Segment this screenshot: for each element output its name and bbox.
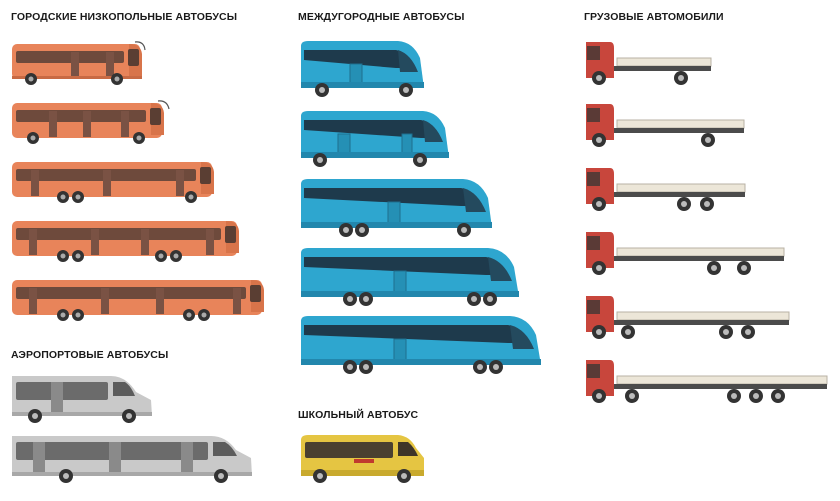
truck-2 <box>584 100 749 150</box>
city-bus-3 <box>11 156 226 208</box>
trucks-heading: ГРУЗОВЫЕ АВТОМОБИЛИ <box>584 11 724 23</box>
truck-1 <box>584 38 714 88</box>
intercity-bus-3 <box>298 176 498 242</box>
intercity-bus-1 <box>298 38 428 102</box>
city-buses-heading: ГОРОДСКИЕ НИЗКОПОЛЬНЫЕ АВТОБУСЫ <box>11 11 238 23</box>
city-bus-1 <box>11 38 146 90</box>
airport-bus-2 <box>11 432 256 488</box>
school-bus-heading: ШКОЛЬНЫЙ АВТОБУС <box>298 409 419 421</box>
airport-buses-heading: АЭРОПОРТОВЫЕ АВТОБУСЫ <box>11 349 169 361</box>
intercity-buses-heading: МЕЖДУГОРОДНЫЕ АВТОБУСЫ <box>298 11 465 23</box>
city-bus-2 <box>11 97 176 149</box>
truck-3 <box>584 164 749 216</box>
truck-4 <box>584 228 789 280</box>
intercity-bus-5 <box>298 313 548 379</box>
airport-bus-1 <box>11 372 156 428</box>
school-bus <box>298 432 428 488</box>
truck-6 <box>584 356 832 408</box>
intercity-bus-4 <box>298 245 526 311</box>
intercity-bus-2 <box>298 108 453 172</box>
city-bus-5 <box>11 274 276 326</box>
city-bus-4 <box>11 215 251 267</box>
truck-5 <box>584 292 794 344</box>
